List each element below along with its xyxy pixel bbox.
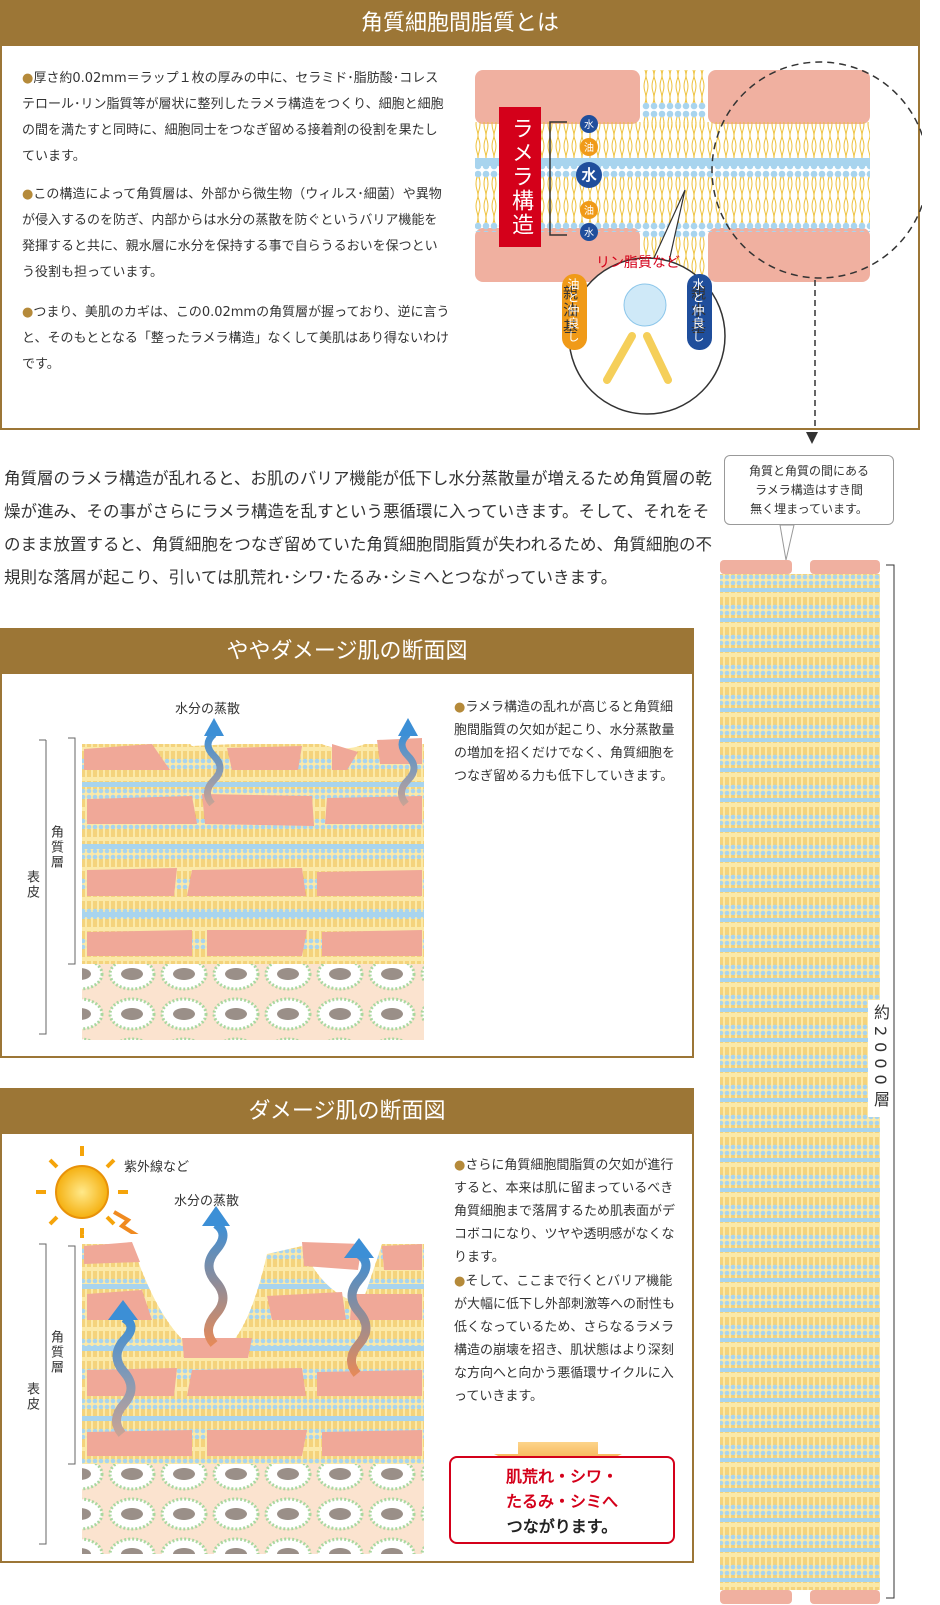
water-band xyxy=(720,1308,880,1312)
water-band xyxy=(720,798,880,802)
panel-title: ダメージ肌の断面図 xyxy=(2,1090,692,1134)
result-box: 肌荒れ・シワ・ たるみ・シミへ つながります。 xyxy=(449,1456,675,1544)
oil-mark: 油 xyxy=(584,143,594,154)
water-band xyxy=(720,648,880,652)
sun-icon xyxy=(36,1146,128,1238)
bullet-icon: ● xyxy=(454,1158,466,1173)
water-band xyxy=(720,1488,880,1492)
intro-paragraph-3: ●つまり、美肌のカギは、この0.02mmの角質層が握っており、逆に言うと、そのも… xyxy=(22,305,450,372)
water-band xyxy=(720,1428,880,1432)
stratum-label: 角質層 xyxy=(48,1330,63,1375)
water-band xyxy=(720,888,880,892)
water-band xyxy=(720,1278,880,1282)
slight-damage-cross-section xyxy=(39,718,424,1040)
water-band xyxy=(720,1458,880,1462)
water-band xyxy=(720,678,880,682)
water-band xyxy=(720,978,880,982)
water-band xyxy=(720,1188,880,1192)
damage-cross-section xyxy=(36,1146,622,1554)
panel-title: 角質細胞間脂質とは xyxy=(2,2,918,46)
bullet-icon: ● xyxy=(22,187,34,202)
water-band xyxy=(720,1038,880,1042)
evaporation-label: 水分の蒸散 xyxy=(175,702,241,717)
water-band xyxy=(720,1068,880,1072)
lipid-intro-panel: 角質細胞間脂質とは ●厚さ約0.02mm＝ラップ１枚の厚みの中に、セラミド･脂肪… xyxy=(0,0,922,430)
water-band xyxy=(720,708,880,712)
damage-panel: ダメージ肌の断面図 xyxy=(0,1088,694,1563)
water-band xyxy=(720,618,880,622)
layers-count-label: 約2000層 xyxy=(868,1000,892,1117)
intro-paragraph-1: ●厚さ約0.02mm＝ラップ１枚の厚みの中に、セラミド･脂肪酸･コレステロール･… xyxy=(22,71,444,164)
water-band xyxy=(720,858,880,862)
damage-text-2: ●そして、ここまで行くとバリア機能が大幅に低下し外部刺激等への耐性も低くなってい… xyxy=(454,1274,676,1404)
stratum-label: 角質層 xyxy=(48,825,63,870)
water-band xyxy=(720,1218,880,1222)
water-mark: 水 xyxy=(584,228,594,239)
stratum-column xyxy=(720,524,895,1604)
bullet-icon: ● xyxy=(454,700,466,715)
water-band xyxy=(720,1098,880,1102)
bullet-icon: ● xyxy=(22,305,34,320)
water-band xyxy=(720,588,880,592)
uv-label: 紫外線など xyxy=(124,1160,190,1175)
water-band xyxy=(720,738,880,742)
hydrophilic-label: 親水基 xyxy=(689,285,707,336)
epidermis-label: 表皮 xyxy=(24,1382,39,1412)
callout-bubble: 角質と角質の間にある ラメラ構造はすき間 無く埋まっています。 xyxy=(724,455,894,525)
water-friendly-label: 水と仲良し xyxy=(691,278,705,343)
water-band xyxy=(720,1548,880,1552)
lamella-label: ラメラ構造 xyxy=(499,107,541,247)
water-band xyxy=(720,1128,880,1132)
slight-damage-text: ●ラメラ構造の乱れが高じると角質細胞間脂質の欠如が起こり、水分蒸散量の増加を招く… xyxy=(454,700,676,784)
water-mark-large: 水 xyxy=(581,166,597,184)
water-band xyxy=(720,1338,880,1342)
oil-mark: 油 xyxy=(584,206,594,217)
water-mark: 水 xyxy=(584,120,594,131)
panel-title: ややダメージ肌の断面図 xyxy=(2,630,692,674)
lipophilic-label: 親油基 xyxy=(561,285,579,336)
water-band xyxy=(720,1398,880,1402)
water-band xyxy=(720,1368,880,1372)
damage-text-1: ●さらに角質細胞間脂質の欠如が進行すると、本来は肌に留まっているべき角質細胞まで… xyxy=(454,1158,676,1265)
water-band xyxy=(720,1578,880,1582)
water-band xyxy=(720,1518,880,1522)
bullet-icon: ● xyxy=(22,71,34,86)
bullet-icon: ● xyxy=(454,1274,466,1289)
water-band xyxy=(720,1248,880,1252)
slight-damage-panel: ややダメージ肌の断面図 水分の蒸散 角質層 表皮 ●ラメラ構造の乱れが高じると角… xyxy=(0,628,694,1058)
evaporation-label: 水分の蒸散 xyxy=(174,1194,240,1209)
epidermis-label: 表皮 xyxy=(24,870,39,900)
intro-paragraph-2: ●この構造によって角質層は、外部から微生物（ウィルス･細菌）や異物が侵入するのを… xyxy=(22,187,442,280)
phospholipid-label: リン脂質など xyxy=(596,255,680,271)
water-band xyxy=(720,828,880,832)
water-band xyxy=(720,1008,880,1012)
water-band xyxy=(720,768,880,772)
down-arrow-icon xyxy=(806,432,818,444)
intro-text: 角質層のラメラ構造が乱れると、お肌のバリア機能が低下し水分蒸散量が増えるため角質… xyxy=(4,469,713,587)
water-band xyxy=(720,948,880,952)
water-band xyxy=(720,1158,880,1162)
water-band xyxy=(720,918,880,922)
oil-friendly-label: 油と仲良し xyxy=(566,278,580,343)
